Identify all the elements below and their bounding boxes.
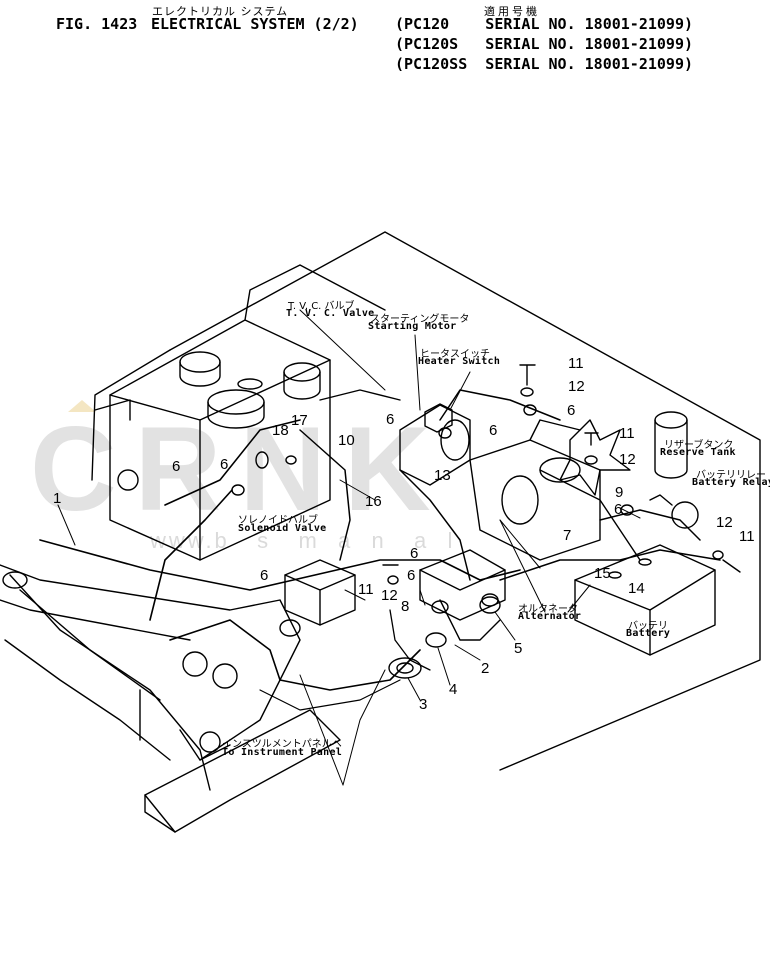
callout-18: 18 bbox=[272, 422, 289, 439]
starting-motor-label-jp: スターティングモータ bbox=[370, 314, 470, 325]
callout-13: 13 bbox=[434, 467, 451, 484]
callout-5: 5 bbox=[514, 640, 523, 657]
battery-relay-label-jp: バッテリリレー bbox=[696, 470, 766, 481]
callout-6b: 6 bbox=[220, 456, 229, 473]
figure-number: FIG. 1423 bbox=[56, 15, 138, 33]
model-serial-line-2: (PC120S SERIAL NO. 18001-21099) bbox=[395, 35, 694, 53]
callout-6f: 6 bbox=[260, 567, 269, 584]
heater-switch bbox=[424, 403, 453, 433]
clamp-left bbox=[117, 469, 139, 491]
callout-12a: 12 bbox=[568, 378, 585, 395]
battery-label-jp: バッテリ bbox=[628, 621, 668, 632]
callout-17: 17 bbox=[291, 412, 308, 429]
alternator-block bbox=[469, 439, 601, 561]
tvc-valve-label-jp: T. V. C. バルブ bbox=[288, 301, 355, 312]
callout-11a: 11 bbox=[568, 355, 584, 372]
boom-arm bbox=[0, 564, 301, 761]
applicable-models-japanese: 適用号機 bbox=[484, 5, 540, 18]
reserve-tank-label: Reserve Tank bbox=[660, 447, 736, 458]
watermark-url: www.b s m a n a l bbox=[150, 528, 456, 553]
grommet-3 bbox=[388, 657, 422, 679]
callout-6d: 6 bbox=[489, 422, 498, 439]
instrument-panel-label: To Instrument Panel bbox=[222, 747, 343, 758]
harness-main bbox=[39, 539, 521, 591]
callout-11d: 11 bbox=[358, 581, 374, 598]
solenoid-valve bbox=[284, 559, 356, 626]
frame-left-edge bbox=[91, 349, 171, 481]
alternator-label-jp: オルタネータ bbox=[518, 604, 578, 615]
reserve-tank bbox=[654, 419, 688, 479]
callout-7: 7 bbox=[563, 527, 572, 544]
solenoid-valve-label-jp: ソレノイドバルブ bbox=[238, 515, 318, 526]
callout-12b: 12 bbox=[619, 451, 636, 468]
callout-10: 10 bbox=[338, 432, 355, 449]
tvc-valve-label: T. V. C. Valve bbox=[286, 308, 375, 319]
instrument-panel-label-jp: インスツルメントパネルへ bbox=[222, 739, 342, 750]
callout-8: 8 bbox=[401, 598, 410, 615]
heater-switch-label: Heater Switch bbox=[418, 356, 501, 367]
battery-label: Battery bbox=[626, 628, 671, 639]
callout-6e: 6 bbox=[567, 402, 576, 419]
callout-16: 16 bbox=[365, 493, 382, 510]
cap-1 bbox=[179, 351, 221, 373]
callout-12d: 12 bbox=[381, 587, 398, 604]
battery-relay-label: Battery Relay bbox=[692, 477, 770, 488]
starting-motor-label: Starting Motor bbox=[368, 321, 457, 332]
callout-6a: 6 bbox=[172, 458, 181, 475]
model-serial-line-1: (PC120 SERIAL NO. 18001-21099) bbox=[395, 15, 694, 33]
cap-3 bbox=[283, 362, 321, 382]
callout-11c: 11 bbox=[739, 528, 755, 545]
watermark-mark bbox=[68, 400, 96, 412]
console-plate bbox=[144, 709, 341, 833]
grommet-4 bbox=[425, 632, 447, 648]
title-japanese: エレクトリカル システム bbox=[152, 5, 289, 18]
callout-3: 3 bbox=[419, 696, 428, 713]
solenoid-valve-label: Solenoid Valve bbox=[238, 523, 327, 534]
cap-2 bbox=[207, 389, 265, 415]
battery-box bbox=[574, 544, 716, 656]
callout-11b: 11 bbox=[619, 425, 635, 442]
callout-14: 14 bbox=[628, 580, 645, 597]
callout-12c: 12 bbox=[716, 514, 733, 531]
fan bbox=[559, 419, 631, 496]
clamp-5 bbox=[479, 596, 501, 614]
callout-15: 15 bbox=[594, 565, 611, 582]
connector-block bbox=[419, 549, 506, 621]
callout-6g: 6 bbox=[410, 545, 419, 562]
alternator-label: Alternator bbox=[518, 611, 582, 622]
callout-6i: 6 bbox=[614, 501, 623, 518]
watermark-logo: CRNK bbox=[30, 402, 449, 536]
heater-switch-label-jp: ヒータスイッチ bbox=[420, 349, 490, 360]
model-serial-line-3: (PC120SS SERIAL NO. 18001-21099) bbox=[395, 55, 694, 73]
reserve-tank-label-jp: リザーブタンク bbox=[664, 440, 734, 451]
callout-2: 2 bbox=[481, 660, 490, 677]
callout-6h: 6 bbox=[407, 567, 416, 584]
battery-relay bbox=[671, 501, 699, 529]
callout-1: 1 bbox=[53, 490, 62, 507]
callout-9: 9 bbox=[615, 484, 624, 501]
callout-6c: 6 bbox=[386, 411, 395, 428]
callout-4: 4 bbox=[449, 681, 458, 698]
figure-title: ELECTRICAL SYSTEM (2/2) bbox=[151, 15, 359, 33]
